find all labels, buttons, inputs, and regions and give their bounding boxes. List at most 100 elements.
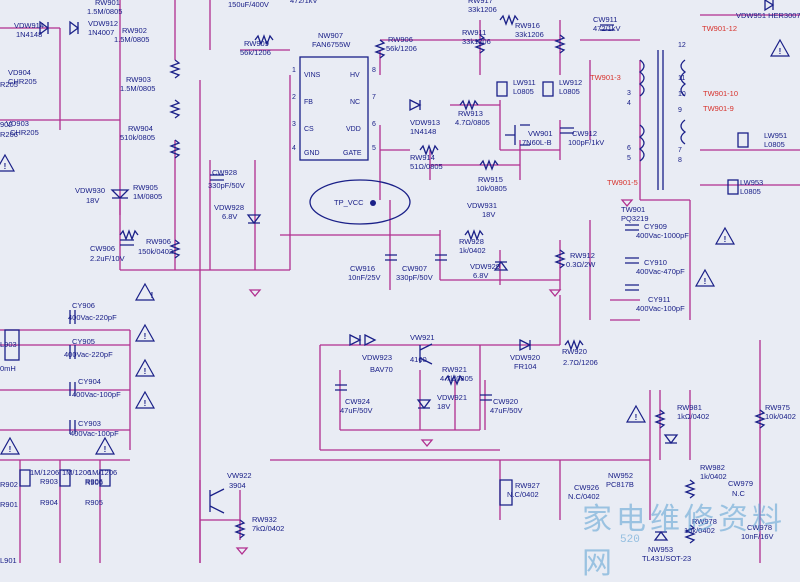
component-label-cw979: CW979: [728, 479, 753, 488]
res-rw912: [554, 249, 566, 269]
semiconductors: [39, 0, 775, 541]
zener-vdw929: [493, 260, 509, 271]
ic-pin-gate: GATE: [343, 150, 362, 157]
ic-pin-gnd: GND: [304, 150, 320, 157]
watermark-text: 家电维修资料网: [582, 502, 786, 581]
transistor-vw921: [419, 343, 433, 365]
component-label-rw916v: 33k1206: [515, 30, 544, 39]
cap-cw924: [335, 384, 347, 391]
component-label-cy910v: 400Vac-470pF: [636, 267, 685, 276]
net-label-tw901-5: TW901-5: [607, 178, 638, 187]
component-label-cw907v: 330pF/50V: [396, 273, 433, 282]
component-label-cap_top: 150uF/400V: [228, 0, 269, 9]
diode-vdw914: [39, 20, 50, 36]
ic-pin-cs: CS: [304, 126, 314, 133]
ic-pinno-5: 5: [372, 145, 376, 152]
component-label-cw928: CW928: [212, 168, 237, 177]
svg-text:!: !: [635, 413, 638, 422]
component-label-rw903: RW903: [126, 75, 151, 84]
component-label-rw904: RW904: [128, 124, 153, 133]
ground-icon: [620, 199, 634, 208]
component-label-cw912: CW912: [572, 129, 597, 138]
ic-pinno-6: 6: [372, 121, 376, 128]
warning-icon: !: [134, 358, 156, 377]
component-label-rw914: RW914: [410, 153, 435, 162]
component-label-r905: R905: [85, 498, 103, 507]
res-rw909: [254, 34, 274, 46]
res-rw928: [464, 229, 484, 241]
component-label-tw901: TW901: [621, 205, 645, 214]
component-label-vdw930: VDW930: [75, 186, 105, 195]
shunt-nw953: [653, 530, 669, 541]
component-label-lw953v: L0805: [740, 187, 761, 196]
res-rw916: [554, 34, 566, 54]
component-label-cy904: CY904: [78, 377, 101, 386]
component-label-rw904v: 510k/0805: [120, 133, 155, 142]
component-label-vdw920v: FR104: [514, 362, 537, 371]
component-label-tp_vcc: TP_VCC: [334, 198, 364, 207]
zener-vdw930: [110, 189, 130, 199]
schematic-diagram: NW907 FAN6755W VINS FB CS GND HV NC VDD …: [0, 0, 800, 563]
diode-vdw920: [519, 338, 532, 352]
component-label-cw911: CW911: [593, 15, 617, 24]
component-label-cw906: CW906: [90, 244, 115, 253]
component-label-cw912v: 100pF/1kV: [568, 138, 604, 147]
component-label-vdw923: VDW923: [362, 353, 392, 362]
component-label-vdw914: VDW914: [14, 21, 44, 30]
component-label-rw913: RW913: [458, 109, 483, 118]
res-rw914: [419, 144, 439, 156]
svg-text:!: !: [144, 399, 147, 408]
component-label-r205: R205: [0, 80, 18, 89]
component-label-l903v: 0mH: [0, 364, 16, 373]
component-label-cw978: CW978: [747, 523, 772, 532]
component-label-cw916v: 10nF/25V: [348, 273, 381, 282]
diode-vdw951: [764, 0, 775, 12]
warning-icon: !: [0, 436, 21, 455]
component-label-vw901v: 7N60L-B: [522, 138, 552, 147]
ic-pinno-2: 2: [292, 94, 296, 101]
cap-cw916: [385, 254, 397, 261]
diode-vdw912: [69, 20, 80, 36]
component-label-cy906: CY906: [72, 301, 95, 310]
component-label-vdw921: VDW921: [437, 393, 467, 402]
component-label-rw913v: 4.7Ω/0805: [455, 118, 490, 127]
ind-lw953: [727, 179, 739, 195]
cap-cy911: [625, 284, 639, 291]
component-label-lw911v: L0805: [513, 87, 534, 96]
component-label-rw905: RW905: [133, 183, 158, 192]
ground-icon: [248, 289, 262, 298]
component-label-cy904v: 400Vac-100pF: [72, 390, 121, 399]
component-label-rw975: RW975: [765, 403, 790, 412]
component-label-cw911v: 472/1kV: [593, 24, 621, 33]
component-label-vdw923v: BAV70: [370, 365, 393, 374]
component-label-vw922: VW922: [227, 471, 252, 480]
res-rw927: [499, 479, 513, 506]
component-label-cw907: CW907: [402, 264, 427, 273]
warning-icon: !: [94, 436, 116, 455]
ic-pin-vins: VINS: [304, 72, 321, 79]
component-label-cw978v: 10nF/16V: [741, 532, 774, 541]
ground-icon: [548, 289, 562, 298]
ind-lw951: [737, 132, 749, 148]
component-label-rw912v: 0.3Ω/2W: [566, 260, 596, 269]
component-label-vdw914v: 1N4148: [16, 30, 42, 39]
transformer-pin-number: 5: [627, 155, 631, 162]
component-label-rw981v: 1kΩ/0402: [677, 412, 709, 421]
component-label-cy909v: 400Vac-1000pF: [636, 231, 689, 240]
component-label-r902: R902: [0, 480, 18, 489]
capacitors: [69, 24, 639, 434]
component-label-vw921: VW921: [410, 333, 435, 342]
component-label-nw953v: TL431/SOT-23: [642, 554, 691, 563]
component-label-rw902v: 1.5M/0805: [114, 35, 149, 44]
transformer-tw901: [638, 50, 687, 190]
res-rw982: [684, 479, 696, 499]
res-rw905: [119, 229, 139, 241]
warning-icon: !: [769, 38, 791, 57]
component-label-vdw921v: 18V: [437, 402, 450, 411]
ic-pin-fb: FB: [304, 99, 313, 106]
tp-vcc-point: [370, 200, 376, 206]
res-rw906b: [169, 239, 181, 259]
component-label-rw903v: 1.5M/0805: [120, 84, 155, 93]
component-label-lw912v: L0805: [559, 87, 580, 96]
